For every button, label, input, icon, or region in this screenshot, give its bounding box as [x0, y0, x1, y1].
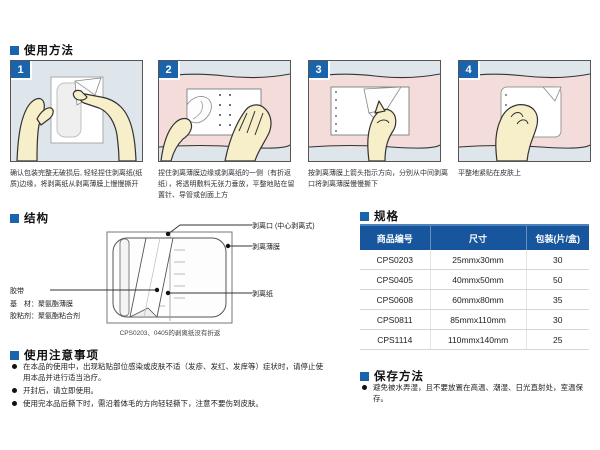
step-4-number: 4 [459, 61, 480, 80]
precaution-text: 开封后，请立即使用。 [23, 386, 98, 395]
bullet-dot-icon [12, 401, 17, 406]
step-3-illustration [309, 73, 440, 161]
list-item: 使用完本品后撕下时，需沿着体毛的方向轻轻撕下，注意不要伤到皮肤。 [12, 398, 330, 409]
step-2-number: 2 [159, 61, 180, 80]
label-peel-film: 剥离薄膜 [252, 244, 280, 251]
cell-size: 110mmx140mm [430, 329, 527, 350]
label-adhesive: 胶粘剂：聚氨酯粘合剂 [10, 313, 80, 320]
cell-pack: 25 [526, 329, 589, 350]
step-1-number: 1 [11, 61, 32, 80]
step-2-illustration [159, 73, 290, 161]
step-1-panel: 1 [10, 60, 143, 162]
spec-table: 商品编号 尺寸 包装(片/盒) CPS0203 25mmx30mm 30 CPS… [360, 224, 589, 350]
cell-pack: 30 [526, 250, 589, 270]
usage-section-header: 使用方法 [10, 42, 74, 58]
spec-col-size: 尺寸 [430, 225, 527, 250]
storage-text: 避免被水弄湿，且不要放置在高温、潮湿、日光直射处，室温保存。 [373, 383, 583, 403]
storage-list: 避免被水弄湿，且不要放置在高温、潮湿、日光直射处，室温保存。 [362, 382, 588, 406]
cell-code: CPS0405 [360, 269, 431, 290]
cell-size: 85mmx110mm [430, 309, 527, 330]
structure-diagram [50, 224, 252, 324]
precautions-section-header: 使用注意事项 [10, 347, 99, 363]
storage-section-header: 保存方法 [360, 368, 424, 384]
cell-pack: 50 [526, 269, 589, 290]
table-row: CPS0203 25mmx30mm 30 [360, 250, 589, 270]
section-bullet-icon [360, 211, 369, 221]
step-4-text: 平整地紧贴在皮肤上 [458, 170, 521, 177]
section-bullet-icon [360, 371, 369, 381]
cell-size: 40mmx50mm [430, 269, 527, 290]
step-3-text: 按剥离薄膜上箭头指示方向，分别从中间剥离口将剥离薄膜慢慢撕下 [308, 170, 448, 188]
bullet-dot-icon [12, 388, 17, 393]
label-peel-opening: 剥离口 (中心剥离式) [252, 223, 315, 230]
label-base-material: 基 材：聚氨酯薄膜 [10, 301, 73, 308]
step-4-illustration [459, 73, 590, 161]
cell-pack: 30 [526, 309, 589, 330]
step-2-panel: 2 [158, 60, 291, 162]
step-1-text: 确认包装完整无破损后, 轻轻捏住剥离纸(纸质)边缘，将剥离纸从剥离薄膜上慢慢撕开 [10, 170, 143, 188]
precautions-list: 在本品的使用中，出现粘贴部位感染或皮肤不适（发疹、发红、发痒等）症状时，请停止使… [12, 361, 330, 411]
table-row: CPS0608 60mmx80mm 35 [360, 289, 589, 310]
label-tape: 胶带 [10, 288, 24, 295]
precautions-section-title: 使用注意事项 [24, 350, 99, 362]
table-row: CPS1114 110mmx140mm 25 [360, 329, 589, 350]
list-item: 开封后，请立即使用。 [12, 385, 330, 396]
structure-caption: CPS0203、0405的剥离纸没有折返 [119, 330, 221, 337]
specs-section-header: 规格 [360, 208, 399, 224]
bullet-dot-icon [362, 385, 367, 390]
cell-pack: 35 [526, 289, 589, 310]
section-bullet-icon [10, 45, 19, 55]
storage-section-title: 保存方法 [374, 371, 424, 383]
spec-col-product-code: 商品编号 [360, 225, 431, 250]
step-4-panel: 4 [458, 60, 591, 162]
list-item: 避免被水弄湿，且不要放置在高温、潮湿、日光直射处，室温保存。 [362, 382, 588, 404]
spec-table-header-row: 商品编号 尺寸 包装(片/盒) [360, 225, 589, 250]
cell-size: 25mmx30mm [430, 250, 527, 270]
section-bullet-icon [10, 213, 19, 223]
spec-col-packaging: 包装(片/盒) [526, 225, 589, 250]
cell-code: CPS0608 [360, 289, 431, 310]
table-row: CPS0811 85mmx110mm 30 [360, 309, 589, 330]
precaution-text: 使用完本品后撕下时，需沿着体毛的方向轻轻撕下，注意不要伤到皮肤。 [23, 399, 263, 408]
label-peel-paper: 剥离纸 [252, 291, 273, 298]
cell-code: CPS1114 [360, 329, 431, 350]
bullet-dot-icon [12, 364, 17, 369]
step-3-number: 3 [309, 61, 330, 80]
step-1-illustration [16, 76, 137, 161]
section-bullet-icon [10, 350, 19, 360]
structure-section-title: 结构 [24, 213, 49, 225]
precaution-text: 在本品的使用中，出现粘贴部位感染或皮肤不适（发疹、发红、发痒等）症状时，请停止使… [23, 362, 323, 382]
table-row: CPS0405 40mmx50mm 50 [360, 269, 589, 290]
step-2-text: 捏住剥离薄膜边缘或剥离纸的一侧（有折返纸），将透明敷料无张力垂放，平整地贴在留置… [158, 170, 295, 199]
structure-section-header: 结构 [10, 210, 49, 226]
cell-size: 60mmx80mm [430, 289, 527, 310]
specs-section-title: 规格 [374, 211, 399, 223]
step-3-panel: 3 [308, 60, 441, 162]
list-item: 在本品的使用中，出现粘贴部位感染或皮肤不适（发疹、发红、发痒等）症状时，请停止使… [12, 361, 330, 383]
cell-code: CPS0203 [360, 250, 431, 270]
cell-code: CPS0811 [360, 309, 431, 330]
usage-section-title: 使用方法 [24, 45, 74, 57]
